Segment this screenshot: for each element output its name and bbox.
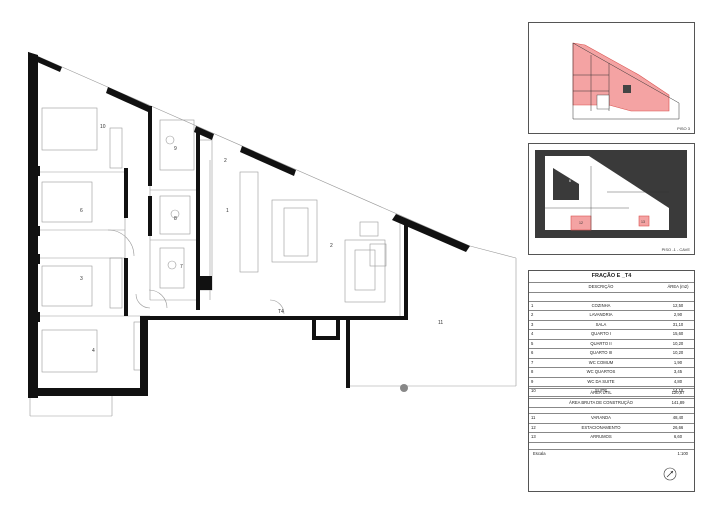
room-area: 12,50 bbox=[672, 302, 684, 308]
thumbnail-floor-3: PISO 3 bbox=[528, 22, 695, 134]
room-row: 1 COZINHA 12,50 bbox=[529, 302, 694, 311]
room-description: QUARTO III bbox=[589, 350, 613, 355]
room-number-10: 10 bbox=[100, 124, 106, 130]
room-area: 2,90 bbox=[673, 312, 683, 317]
floor-plan: 10 9 2 6 8 1 2 3 7 4 T4 11 bbox=[27, 51, 517, 417]
table-title: FRAÇÃO E _T4 bbox=[529, 271, 694, 283]
area-bruta-label: ÁREA BRUTA DE CONSTRUÇÃO bbox=[569, 399, 633, 405]
room-number-6-left: 6 bbox=[80, 208, 83, 214]
floor-3-mini-plan bbox=[572, 42, 680, 120]
room-description: WC QUARTOS bbox=[586, 369, 616, 374]
extra-description: ESTACIONAMENTO bbox=[581, 424, 621, 430]
extra-description: VARANDA bbox=[591, 415, 611, 420]
room-row: 6 QUARTO III 10,20 bbox=[529, 349, 694, 359]
header-area: ÁREA (m2) bbox=[667, 284, 689, 289]
extra-area: 26,66 bbox=[672, 424, 684, 430]
extra-row: 13 ARRUMOS 6,60 bbox=[529, 433, 694, 443]
room-area: 10,20 bbox=[672, 340, 684, 346]
room-row: 8 WC QUARTOS 3,45 bbox=[529, 368, 694, 378]
room-number-1: 1 bbox=[226, 208, 229, 214]
room-number-11: 11 bbox=[438, 320, 443, 326]
storage-number: 13 bbox=[641, 220, 645, 224]
area-bruta-row: ÁREA BRUTA DE CONSTRUÇÃO 141,89 bbox=[529, 399, 694, 408]
room-number: 4 bbox=[531, 331, 534, 336]
header-description: DESCRIÇÃO bbox=[588, 284, 614, 289]
extra-area: 48,40 bbox=[672, 415, 684, 420]
room-row: 2 LAVANDRIA 2,90 bbox=[529, 311, 694, 321]
room-number: 6 bbox=[531, 350, 534, 355]
basement-mini-plan: 12 13 6 bbox=[535, 150, 687, 238]
scale-label: Escala bbox=[533, 451, 546, 456]
area-util-row: ÁREA ÚTIL 120,87 bbox=[529, 389, 694, 399]
room-area: 15,60 bbox=[672, 331, 684, 336]
room-number: 8 bbox=[531, 369, 534, 374]
cave-room-number: 6 bbox=[569, 179, 571, 183]
room-row: 4 QUARTO I 15,60 bbox=[529, 330, 694, 340]
table-header: DESCRIÇÃO ÁREA (m2) bbox=[529, 283, 694, 293]
room-number: 7 bbox=[531, 359, 534, 365]
extra-rows: 11 VARANDA 48,40 12 ESTACIONAMENTO 26,66 13 ARR… bbox=[529, 413, 694, 443]
room-description: COZINHA bbox=[591, 302, 611, 308]
room-row: 3 SALA 31,10 bbox=[529, 321, 694, 330]
room-description: WC DA SUITE bbox=[587, 378, 615, 384]
area-summary: ÁREA ÚTIL 120,87 ÁREA BRUTA DE CONSTRUÇÃ… bbox=[529, 388, 694, 408]
room-row: 7 WC COMUM 1,90 bbox=[529, 359, 694, 368]
area-util-value: 120,87 bbox=[671, 390, 685, 395]
room-description: WC COMUM bbox=[588, 359, 614, 365]
area-bruta-value: 141,89 bbox=[671, 399, 685, 405]
room-row: 9 WC DA SUITE 4,80 bbox=[529, 378, 694, 387]
extra-number: 13 bbox=[531, 434, 536, 439]
extra-description: ARRUMOS bbox=[590, 434, 612, 439]
room-description: SALA bbox=[595, 321, 607, 327]
room-number-2b: 2 bbox=[330, 243, 333, 249]
area-util-label: ÁREA ÚTIL bbox=[590, 390, 612, 395]
floor-3-label: PISO 3 bbox=[677, 126, 690, 131]
room-description: QUARTO I bbox=[590, 331, 612, 336]
room-number: 9 bbox=[531, 378, 534, 384]
room-row: 5 QUARTO II 10,20 bbox=[529, 340, 694, 349]
room-area: 10,20 bbox=[672, 350, 684, 355]
room-number: 3 bbox=[531, 321, 534, 327]
basement-label: PISO -1 - CAVE bbox=[661, 247, 690, 252]
room-number-4: 4 bbox=[92, 348, 95, 354]
extra-row: 11 VARANDA 48,40 bbox=[529, 414, 694, 424]
room-description: SUITE bbox=[594, 388, 608, 393]
room-number-3: 3 bbox=[80, 276, 83, 282]
room-area: 3,45 bbox=[673, 369, 683, 374]
room-number: 10 bbox=[531, 388, 536, 393]
room-description: LAVANDRIA bbox=[589, 312, 613, 317]
extra-number: 12 bbox=[531, 424, 536, 430]
room-number: 5 bbox=[531, 340, 534, 346]
room-number: 2 bbox=[531, 312, 534, 317]
room-area: 14,10 bbox=[672, 388, 684, 393]
room-number: 1 bbox=[531, 302, 534, 308]
extra-row: 12 ESTACIONAMENTO 26,66 bbox=[529, 424, 694, 433]
extra-number: 11 bbox=[531, 415, 536, 420]
room-area: 4,80 bbox=[673, 378, 683, 384]
room-area: 31,10 bbox=[672, 321, 684, 327]
parking-number: 12 bbox=[579, 221, 583, 225]
extra-area: 6,60 bbox=[673, 434, 683, 439]
north-arrow-icon bbox=[663, 467, 677, 481]
room-number-8: 8 bbox=[174, 216, 177, 222]
room-number-9: 9 bbox=[174, 146, 177, 152]
thumbnail-basement: 12 13 6 PISO -1 - CAVE bbox=[528, 143, 695, 255]
room-description: QUARTO II bbox=[590, 340, 612, 346]
scale-row: Escala 1:100 bbox=[529, 449, 694, 459]
room-number-2a: 2 bbox=[224, 158, 227, 164]
room-row: 10 SUITE 14,10 bbox=[529, 387, 694, 397]
room-area: 1,90 bbox=[673, 359, 683, 365]
room-number-7: 7 bbox=[180, 264, 183, 270]
unit-type-label: T4 bbox=[278, 309, 284, 315]
area-table: FRAÇÃO E _T4 DESCRIÇÃO ÁREA (m2) 1 COZINH… bbox=[528, 270, 695, 492]
scale-value: 1:100 bbox=[677, 451, 688, 456]
